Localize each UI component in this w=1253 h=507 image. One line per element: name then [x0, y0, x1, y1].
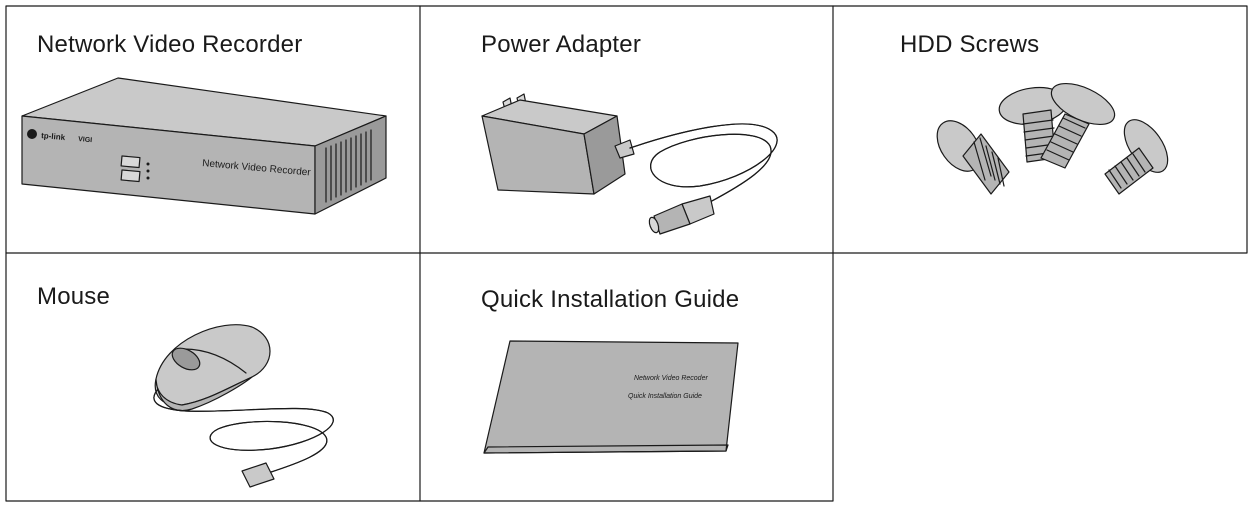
usb-port: [120, 155, 141, 169]
cover-title: Network Video Recoder: [634, 375, 708, 382]
status-led: [146, 162, 150, 166]
screw-icon: [1104, 119, 1169, 195]
item-label: Network Video Recorder: [37, 31, 303, 58]
tp-link-logo-icon: [27, 129, 37, 139]
vent-slots: [325, 129, 372, 203]
power-adapter-illustration: [481, 93, 778, 235]
screw-icon: [936, 120, 1010, 195]
cell-power-adapter: Power Adapter: [420, 6, 833, 253]
usb-port: [120, 169, 141, 183]
cell-quick-installation-guide: Quick Installation Guide Network Video R…: [420, 253, 833, 501]
usb-plug-icon: [241, 462, 275, 488]
nvr-illustration: tp-link VIGI Network Video Recorder: [21, 77, 387, 215]
status-led: [146, 169, 150, 173]
cell-hdd-screws: HDD Screws: [833, 6, 1247, 253]
item-label: Mouse: [37, 283, 111, 310]
item-label: Power Adapter: [481, 31, 642, 58]
mouse-illustration: [153, 324, 334, 488]
series-text: VIGI: [78, 136, 93, 144]
cell-mouse: Mouse: [6, 253, 420, 501]
status-led: [146, 176, 150, 180]
cell-network-video-recorder: Network Video Recorder tp-link VIGI: [6, 6, 420, 253]
item-label: HDD Screws: [900, 31, 1040, 58]
guide-booklet-illustration: Network Video Recoder Quick Installation…: [483, 340, 739, 454]
screw-icon: [1040, 82, 1116, 169]
scroll-wheel-icon: [171, 347, 201, 371]
brand-text: tp-link: [41, 131, 66, 142]
cell-empty: [833, 253, 1247, 501]
cover-subtitle: Quick Installation Guide: [628, 393, 702, 400]
item-label: Quick Installation Guide: [481, 286, 740, 313]
screws-illustration: [936, 82, 1169, 195]
